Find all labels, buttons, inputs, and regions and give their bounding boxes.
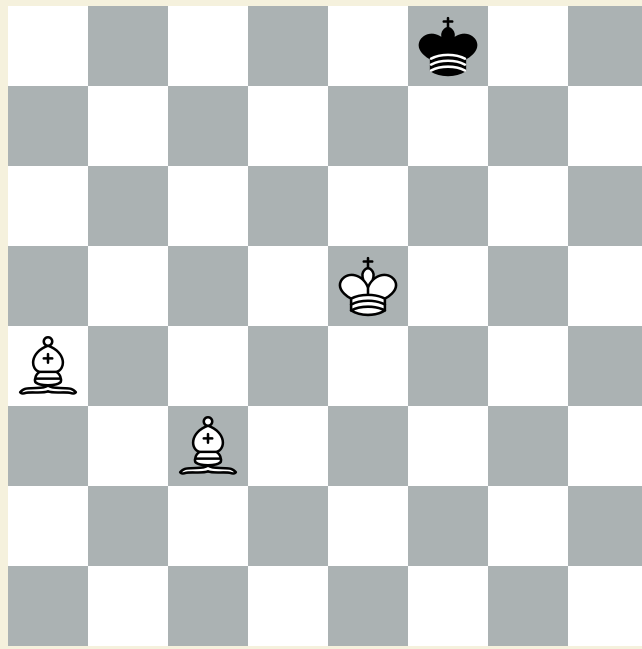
square-h2[interactable] bbox=[568, 486, 642, 566]
square-f6[interactable] bbox=[408, 166, 488, 246]
square-d8[interactable] bbox=[248, 6, 328, 86]
square-f7[interactable] bbox=[408, 86, 488, 166]
square-c5[interactable] bbox=[168, 246, 248, 326]
square-h3[interactable] bbox=[568, 406, 642, 486]
square-g2[interactable] bbox=[488, 486, 568, 566]
square-a3[interactable] bbox=[8, 406, 88, 486]
square-d7[interactable] bbox=[248, 86, 328, 166]
square-d5[interactable] bbox=[248, 246, 328, 326]
square-d1[interactable] bbox=[248, 566, 328, 646]
square-b3[interactable] bbox=[88, 406, 168, 486]
square-b7[interactable] bbox=[88, 86, 168, 166]
square-d6[interactable] bbox=[248, 166, 328, 246]
chess-board bbox=[8, 6, 642, 649]
square-h1[interactable] bbox=[568, 566, 642, 646]
square-h4[interactable] bbox=[568, 326, 642, 406]
square-a6[interactable] bbox=[8, 166, 88, 246]
square-e7[interactable] bbox=[328, 86, 408, 166]
square-f2[interactable] bbox=[408, 486, 488, 566]
square-b8[interactable] bbox=[88, 6, 168, 86]
white-bishop-icon[interactable] bbox=[10, 328, 86, 404]
square-a4[interactable] bbox=[8, 326, 88, 406]
square-d4[interactable] bbox=[248, 326, 328, 406]
square-e3[interactable] bbox=[328, 406, 408, 486]
square-e5[interactable] bbox=[328, 246, 408, 326]
square-c7[interactable] bbox=[168, 86, 248, 166]
square-f4[interactable] bbox=[408, 326, 488, 406]
square-c4[interactable] bbox=[168, 326, 248, 406]
square-e2[interactable] bbox=[328, 486, 408, 566]
square-c8[interactable] bbox=[168, 6, 248, 86]
square-f5[interactable] bbox=[408, 246, 488, 326]
square-g1[interactable] bbox=[488, 566, 568, 646]
square-c6[interactable] bbox=[168, 166, 248, 246]
square-c2[interactable] bbox=[168, 486, 248, 566]
square-c1[interactable] bbox=[168, 566, 248, 646]
square-h7[interactable] bbox=[568, 86, 642, 166]
square-f3[interactable] bbox=[408, 406, 488, 486]
square-d3[interactable] bbox=[248, 406, 328, 486]
square-b4[interactable] bbox=[88, 326, 168, 406]
square-a1[interactable] bbox=[8, 566, 88, 646]
square-h6[interactable] bbox=[568, 166, 642, 246]
square-g6[interactable] bbox=[488, 166, 568, 246]
square-a2[interactable] bbox=[8, 486, 88, 566]
square-e6[interactable] bbox=[328, 166, 408, 246]
square-g5[interactable] bbox=[488, 246, 568, 326]
square-f8[interactable] bbox=[408, 6, 488, 86]
black-king-icon[interactable] bbox=[410, 8, 486, 84]
square-f1[interactable] bbox=[408, 566, 488, 646]
square-e1[interactable] bbox=[328, 566, 408, 646]
square-a7[interactable] bbox=[8, 86, 88, 166]
square-g4[interactable] bbox=[488, 326, 568, 406]
square-h5[interactable] bbox=[568, 246, 642, 326]
square-g7[interactable] bbox=[488, 86, 568, 166]
white-king-icon[interactable] bbox=[330, 248, 406, 324]
square-a8[interactable] bbox=[8, 6, 88, 86]
square-b1[interactable] bbox=[88, 566, 168, 646]
square-e8[interactable] bbox=[328, 6, 408, 86]
square-c3[interactable] bbox=[168, 406, 248, 486]
square-g8[interactable] bbox=[488, 6, 568, 86]
square-h8[interactable] bbox=[568, 6, 642, 86]
square-b5[interactable] bbox=[88, 246, 168, 326]
square-b2[interactable] bbox=[88, 486, 168, 566]
square-b6[interactable] bbox=[88, 166, 168, 246]
white-bishop-icon[interactable] bbox=[170, 408, 246, 484]
square-d2[interactable] bbox=[248, 486, 328, 566]
square-g3[interactable] bbox=[488, 406, 568, 486]
square-e4[interactable] bbox=[328, 326, 408, 406]
square-a5[interactable] bbox=[8, 246, 88, 326]
